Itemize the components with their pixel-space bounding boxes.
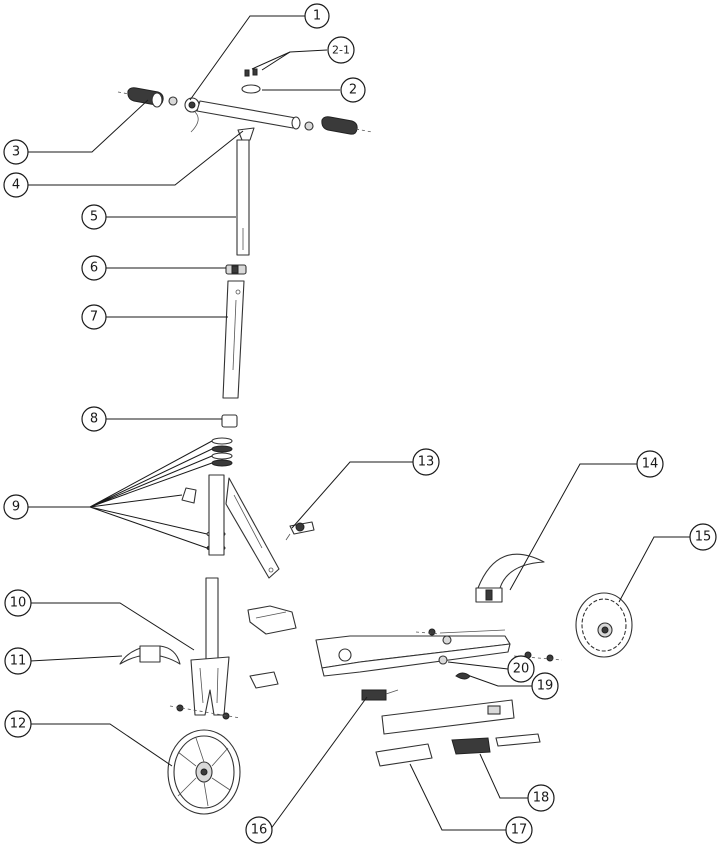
stem-tube	[237, 140, 249, 255]
callout-label: 19	[537, 679, 554, 694]
callout-label: 20	[513, 662, 530, 677]
callout-label: 2-1	[332, 44, 350, 57]
callout-label: 17	[511, 823, 528, 838]
callout-11: 11	[5, 648, 31, 674]
callout-label: 12	[10, 717, 27, 732]
bell-cap	[242, 69, 260, 93]
callout-label: 1	[313, 9, 321, 24]
callout-9: 9	[4, 495, 28, 519]
callout-5: 5	[82, 205, 106, 229]
rear-wheel	[576, 593, 632, 657]
callout-16: 16	[246, 817, 272, 843]
callout-label: 11	[10, 654, 27, 669]
callout-14: 14	[637, 451, 663, 477]
callout-label: 14	[642, 457, 659, 472]
callout-4: 4	[4, 173, 28, 197]
front-wheel	[168, 730, 240, 814]
head-tube	[209, 475, 279, 578]
front-fender	[120, 646, 180, 664]
callout-8: 8	[82, 407, 106, 431]
callout-label: 18	[533, 791, 550, 806]
callout-2: 2	[341, 78, 365, 102]
callout-20: 20	[508, 656, 534, 682]
callout-17: 17	[506, 817, 532, 843]
callout-2-1: 2-1	[328, 37, 354, 63]
callout-label: 4	[12, 178, 20, 193]
deck-bracket	[248, 606, 296, 634]
callout-12: 12	[5, 711, 31, 737]
controller-box	[382, 700, 514, 734]
callout-13: 13	[413, 449, 439, 475]
throttle-connector	[362, 690, 398, 700]
callout-15: 15	[690, 524, 716, 550]
quick-clamp	[226, 265, 246, 274]
rear-fender	[476, 554, 544, 602]
battery-pack	[376, 744, 432, 766]
callout-label: 7	[90, 310, 98, 325]
brake-pedal	[286, 522, 314, 540]
callout-label: 8	[90, 412, 98, 427]
fork-pad	[250, 672, 278, 688]
callout-label: 15	[695, 530, 712, 545]
callout-label: 5	[90, 210, 98, 225]
leader-lines	[28, 16, 690, 830]
sleeve	[222, 415, 237, 427]
callout-6: 6	[82, 256, 106, 280]
callout-19: 19	[532, 673, 558, 699]
handlebar	[118, 88, 372, 140]
callout-7: 7	[82, 305, 106, 329]
callout-3: 3	[4, 140, 28, 164]
front-fork	[170, 578, 240, 719]
callout-label: 16	[251, 823, 268, 838]
callout-label: 6	[90, 261, 98, 276]
callout-18: 18	[528, 785, 554, 811]
callout-label: 10	[10, 596, 27, 611]
rubber-pad	[452, 734, 540, 754]
callout-1: 1	[305, 4, 329, 28]
callout-label: 9	[12, 500, 20, 515]
callout-label: 3	[12, 145, 20, 160]
folding-tube	[223, 281, 244, 398]
callout-label: 2	[349, 83, 357, 98]
callout-label: 13	[418, 455, 435, 470]
callout-10: 10	[5, 590, 31, 616]
